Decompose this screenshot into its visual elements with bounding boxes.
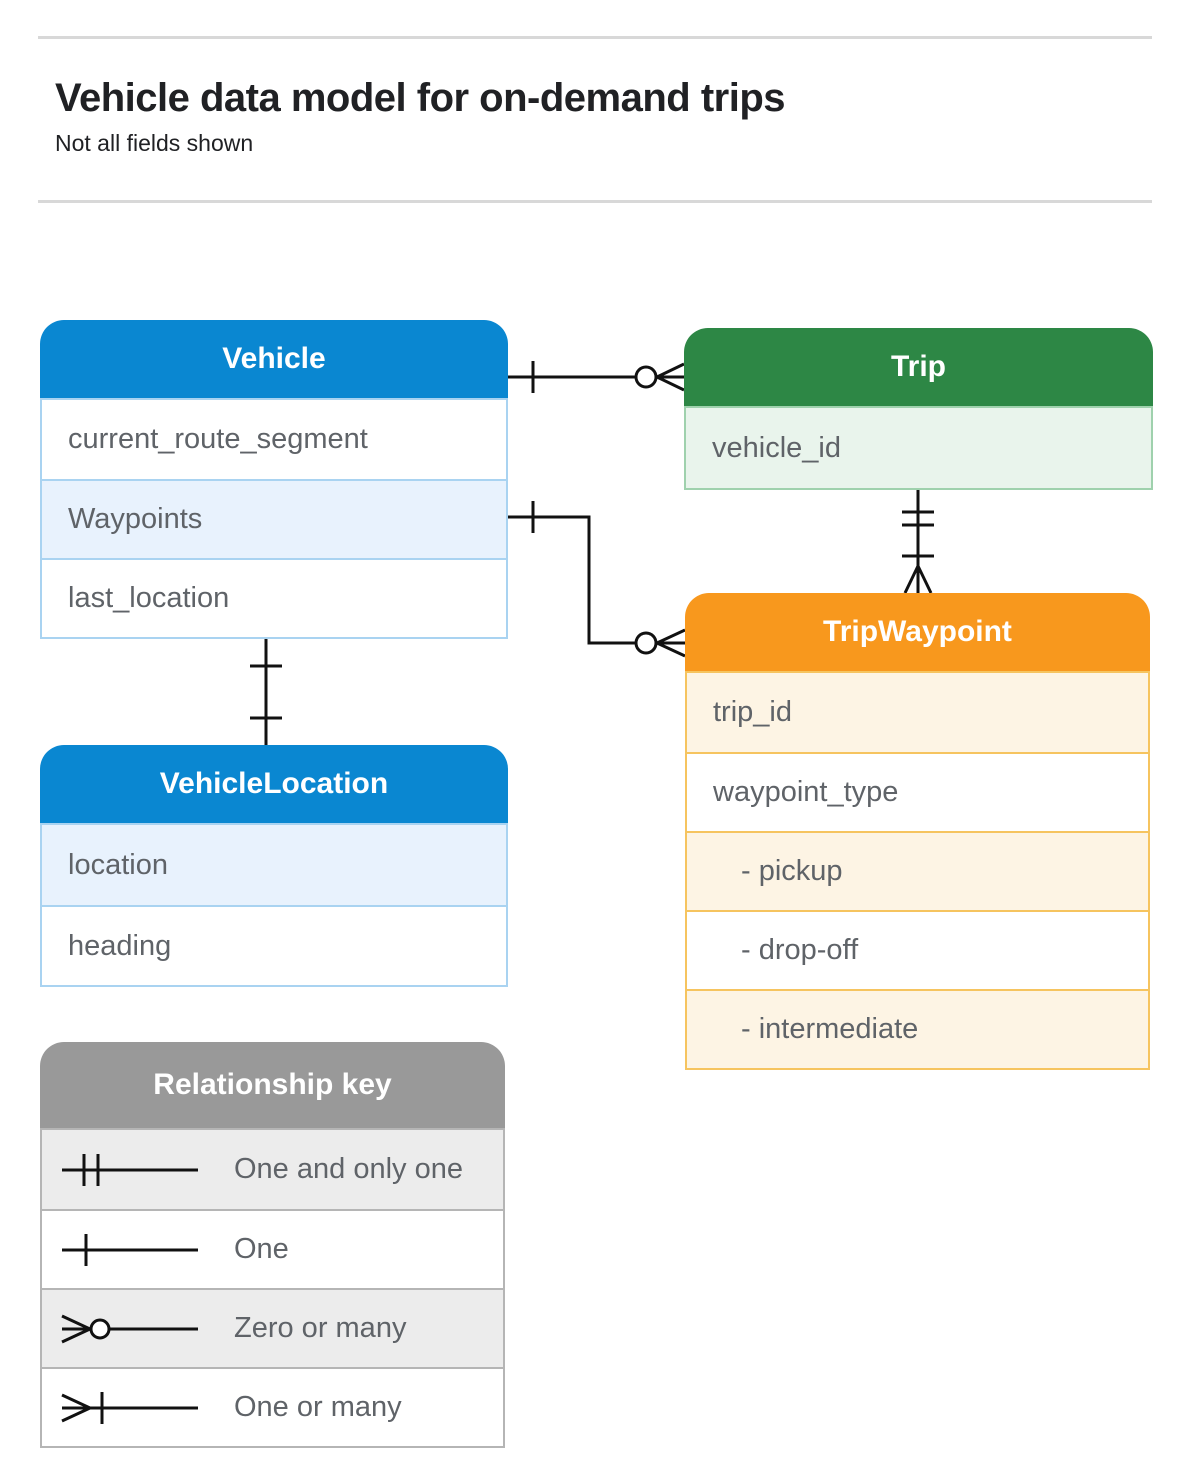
field-label: - pickup bbox=[741, 855, 843, 887]
relationship-key-title: Relationship key bbox=[153, 1068, 392, 1101]
legend-label: One bbox=[234, 1233, 289, 1265]
connector-waypoints-tripwaypoint bbox=[508, 501, 686, 658]
relationship-key-header: Relationship key bbox=[40, 1042, 505, 1128]
field-row: - drop-off bbox=[687, 910, 1148, 989]
field-label: Waypoints bbox=[68, 503, 203, 535]
field-label: - drop-off bbox=[741, 934, 859, 966]
field-label: waypoint_type bbox=[713, 776, 899, 808]
entity-vehicle: Vehicle current_route_segment Waypoints … bbox=[40, 320, 508, 639]
field-label: vehicle_id bbox=[712, 431, 841, 464]
field-row: current_route_segment bbox=[42, 400, 506, 479]
entity-vehicle-header: Vehicle bbox=[40, 320, 508, 398]
field-label: last_location bbox=[68, 582, 230, 614]
legend-label: One and only one bbox=[234, 1153, 463, 1185]
connector-vehicle-vehiclelocation bbox=[250, 635, 282, 745]
legend-label: One or many bbox=[234, 1391, 402, 1423]
entity-vehiclelocation: VehicleLocation location heading bbox=[40, 745, 508, 987]
connector-vehicle-trip bbox=[508, 361, 685, 393]
entity-vehiclelocation-header: VehicleLocation bbox=[40, 745, 508, 823]
field-label: trip_id bbox=[713, 696, 792, 728]
legend-row: One or many bbox=[42, 1367, 503, 1446]
entity-trip-header: Trip bbox=[684, 328, 1153, 406]
entity-vehiclelocation-fields: location heading bbox=[40, 823, 508, 987]
top-divider bbox=[38, 36, 1152, 39]
header-divider bbox=[38, 200, 1152, 203]
entity-vehicle-fields: current_route_segment Waypoints last_loc… bbox=[40, 398, 508, 639]
legend-row: Zero or many bbox=[42, 1288, 503, 1367]
field-row: - intermediate bbox=[687, 989, 1148, 1068]
relationship-key: Relationship key One and only one One Ze… bbox=[40, 1042, 505, 1448]
legend-row: One bbox=[42, 1209, 503, 1288]
legend-label: Zero or many bbox=[234, 1312, 407, 1344]
page-title: Vehicle data model for on-demand trips bbox=[55, 76, 786, 120]
connector-trip-tripwaypoint bbox=[902, 488, 934, 594]
field-label: - intermediate bbox=[741, 1013, 919, 1045]
field-row: trip_id bbox=[687, 673, 1148, 752]
field-label: location bbox=[68, 848, 168, 881]
field-row: Waypoints bbox=[42, 479, 506, 558]
one-or-many-icon bbox=[61, 1391, 198, 1424]
field-row: heading bbox=[42, 905, 506, 985]
entity-tripwaypoint: TripWaypoint trip_id waypoint_type - pic… bbox=[685, 593, 1150, 1070]
entity-title: TripWaypoint bbox=[823, 615, 1012, 648]
entity-title: Trip bbox=[890, 350, 946, 383]
field-row: - pickup bbox=[687, 831, 1148, 910]
one-and-only-one-icon bbox=[62, 1153, 198, 1186]
entity-tripwaypoint-fields: trip_id waypoint_type - pickup - drop-of… bbox=[685, 671, 1150, 1070]
entity-tripwaypoint-header: TripWaypoint bbox=[685, 593, 1150, 671]
entity-title: VehicleLocation bbox=[159, 767, 389, 800]
relationship-key-rows: One and only one One Zero or many One or… bbox=[40, 1128, 505, 1448]
field-row: vehicle_id bbox=[686, 408, 1151, 488]
page-subtitle: Not all fields shown bbox=[55, 130, 254, 156]
entity-trip: Trip vehicle_id bbox=[684, 328, 1153, 490]
zero-or-many-icon bbox=[61, 1314, 198, 1343]
entity-title: Vehicle bbox=[222, 342, 326, 375]
field-row: location bbox=[42, 825, 506, 905]
field-label: current_route_segment bbox=[68, 423, 368, 455]
field-row: last_location bbox=[42, 558, 506, 637]
entity-trip-fields: vehicle_id bbox=[684, 406, 1153, 490]
legend-row: One and only one bbox=[42, 1130, 503, 1209]
one-icon bbox=[62, 1233, 198, 1266]
field-row: waypoint_type bbox=[687, 752, 1148, 831]
field-label: heading bbox=[68, 929, 172, 962]
